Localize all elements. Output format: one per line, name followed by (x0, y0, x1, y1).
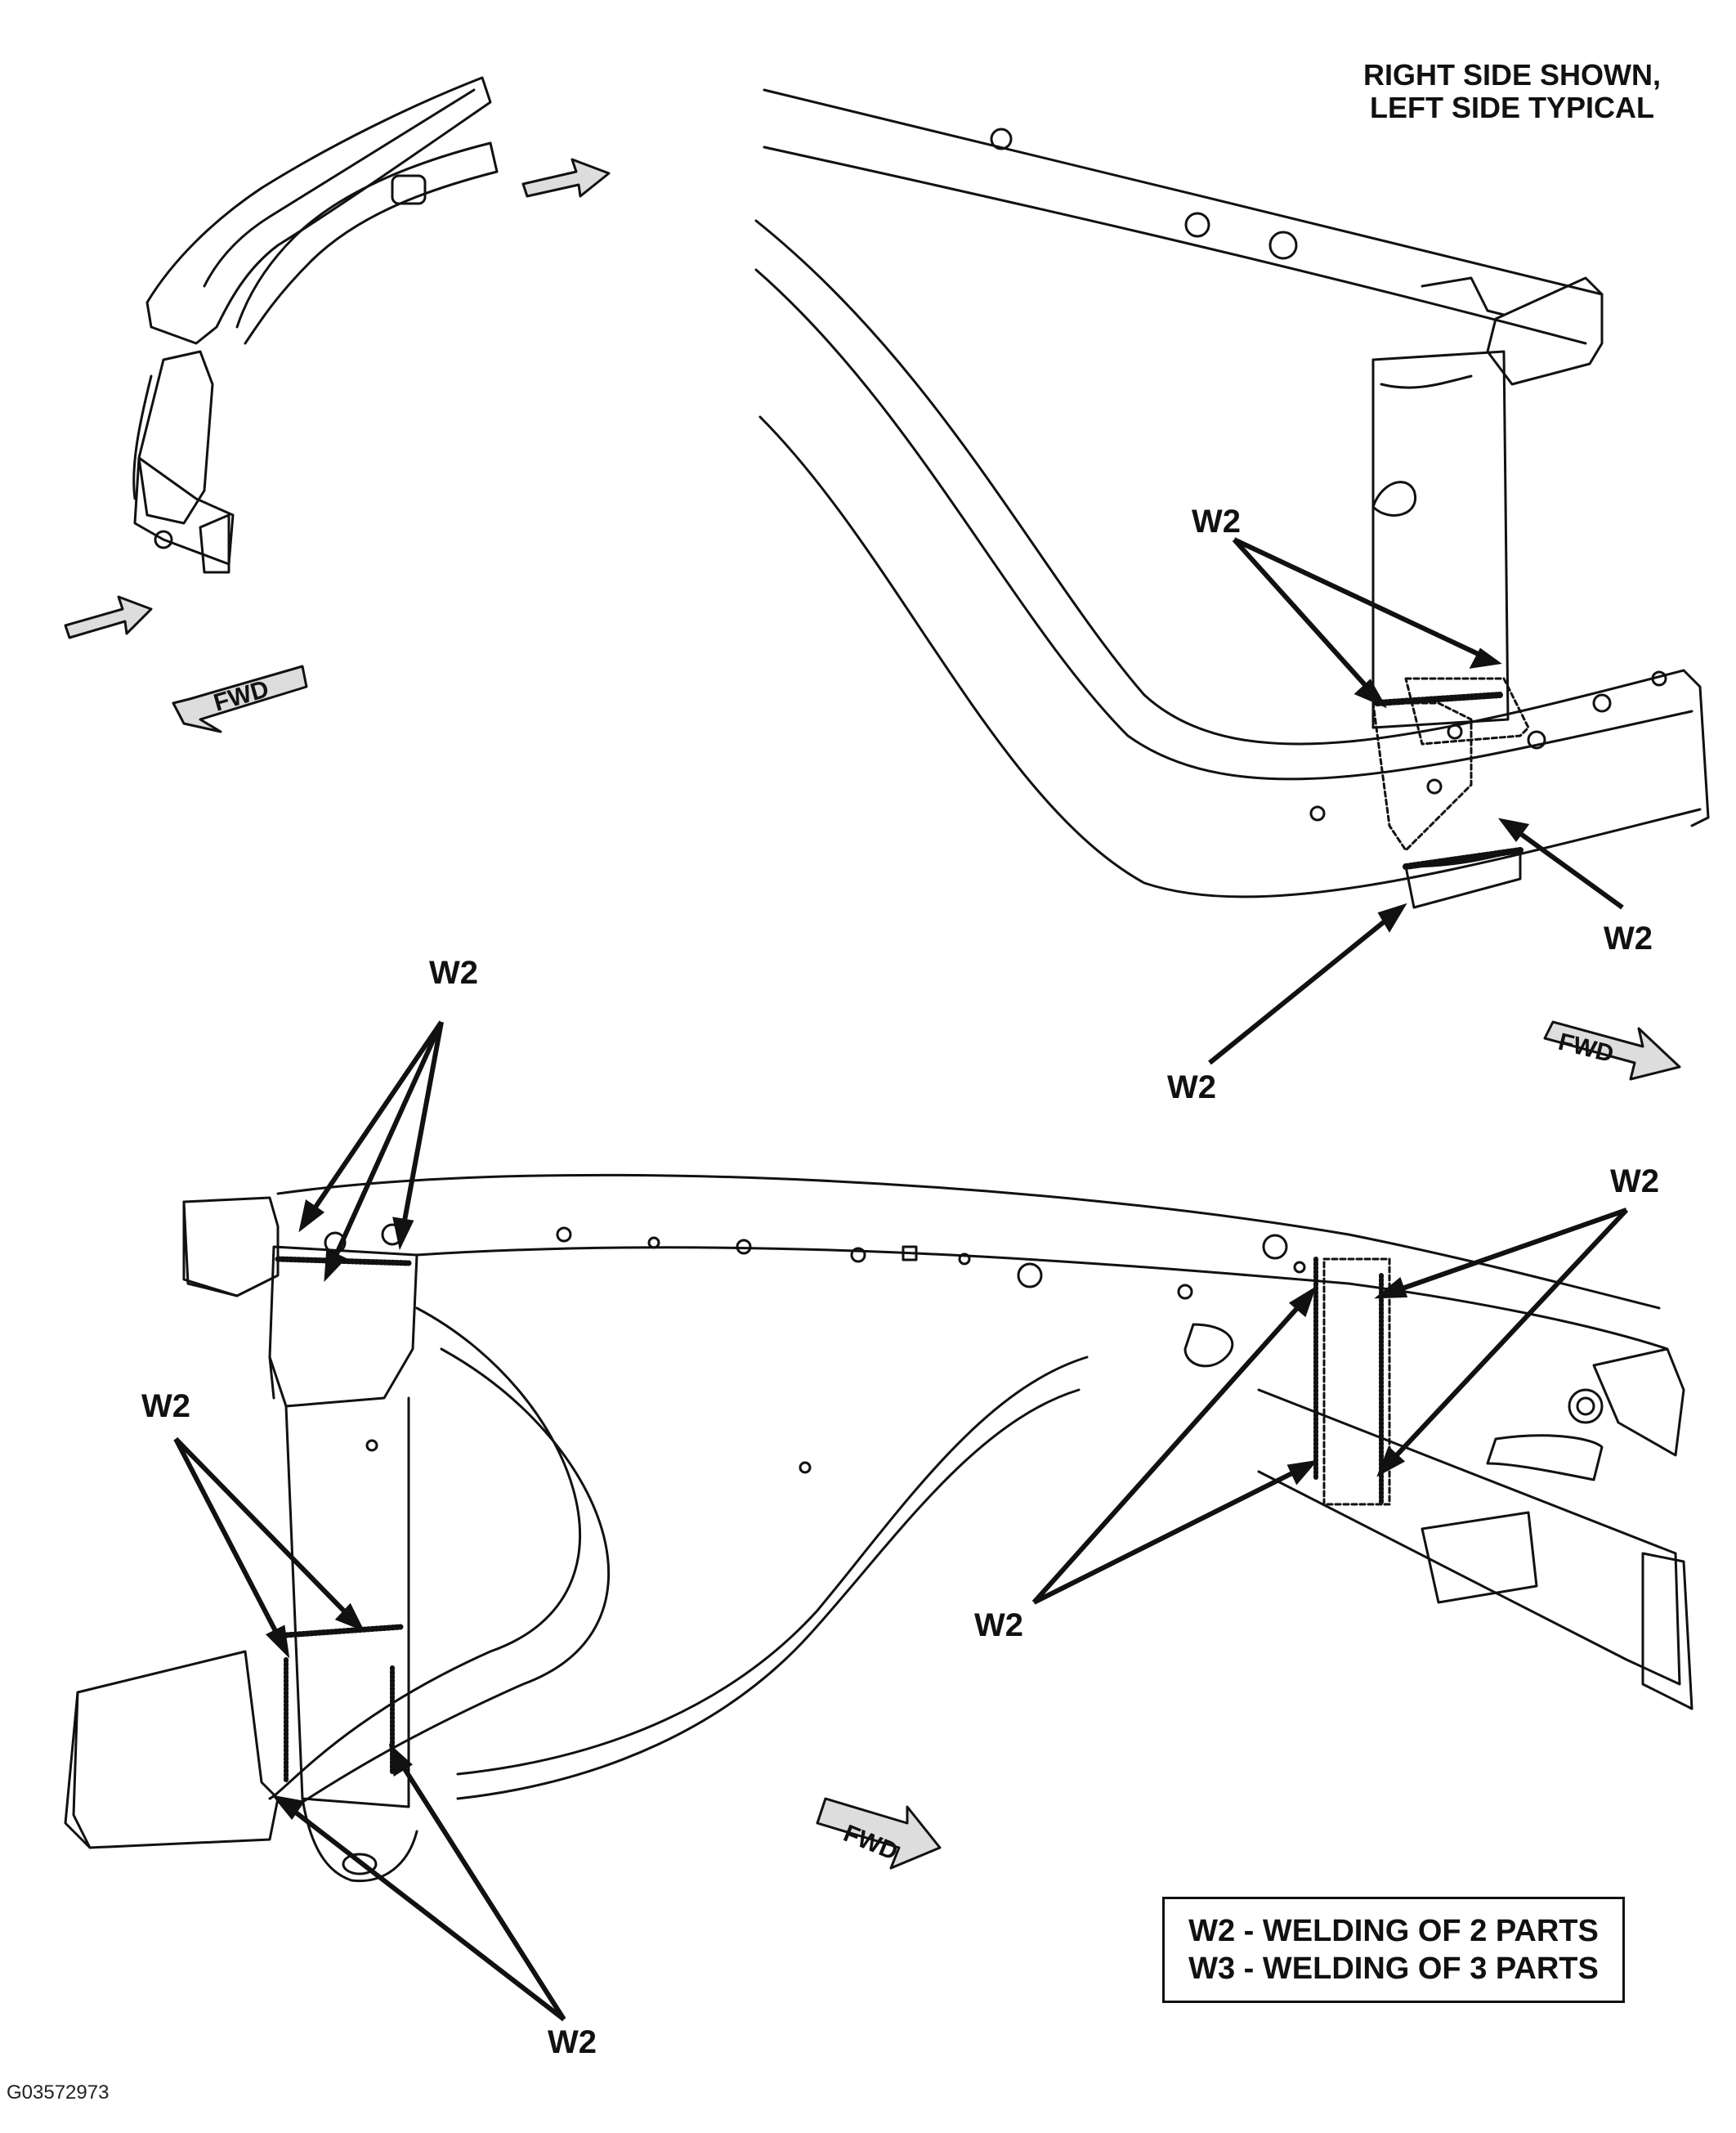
legend-line-w2: W2 - WELDING OF 2 PARTS (1188, 1914, 1599, 1948)
fwd-arrow-icon (816, 1797, 942, 1870)
fwd-arrow-icon (1543, 1020, 1681, 1081)
weld-label: W2 (1610, 1163, 1659, 1199)
weld-label: W2 (974, 1607, 1023, 1643)
overview-frame-section: FWD (64, 76, 611, 733)
weld-label: W2 (1167, 1069, 1216, 1105)
view-note-line2: LEFT SIDE TYPICAL (1369, 91, 1654, 124)
fwd-arrow-icon (172, 665, 308, 733)
view-note-line1: RIGHT SIDE SHOWN, (1362, 58, 1661, 92)
figure-id: G03572973 (7, 2081, 110, 2104)
weld-legend: W2 - WELDING OF 2 PARTS W3 - WELDING OF … (1162, 1897, 1625, 2003)
weld-label: W2 (429, 955, 478, 991)
fwd-arrow-label: FWD (1555, 1028, 1616, 1069)
detail-rail-bottom: FWD (64, 1173, 1693, 1883)
legend-line-w3: W3 - WELDING OF 3 PARTS (1188, 1952, 1599, 1986)
weld-label: W2 (1192, 504, 1241, 540)
detail-rail-top: FWD (754, 88, 1710, 1081)
weld-label: W2 (1604, 921, 1653, 957)
weld-label: W2 (548, 2024, 597, 2060)
weld-leader-arrows (173, 537, 1629, 2022)
weld-label: W2 (141, 1388, 190, 1424)
view-note: RIGHT SIDE SHOWN, LEFT SIDE TYPICAL (1324, 59, 1700, 124)
fwd-arrow-label: FWD (211, 675, 272, 717)
